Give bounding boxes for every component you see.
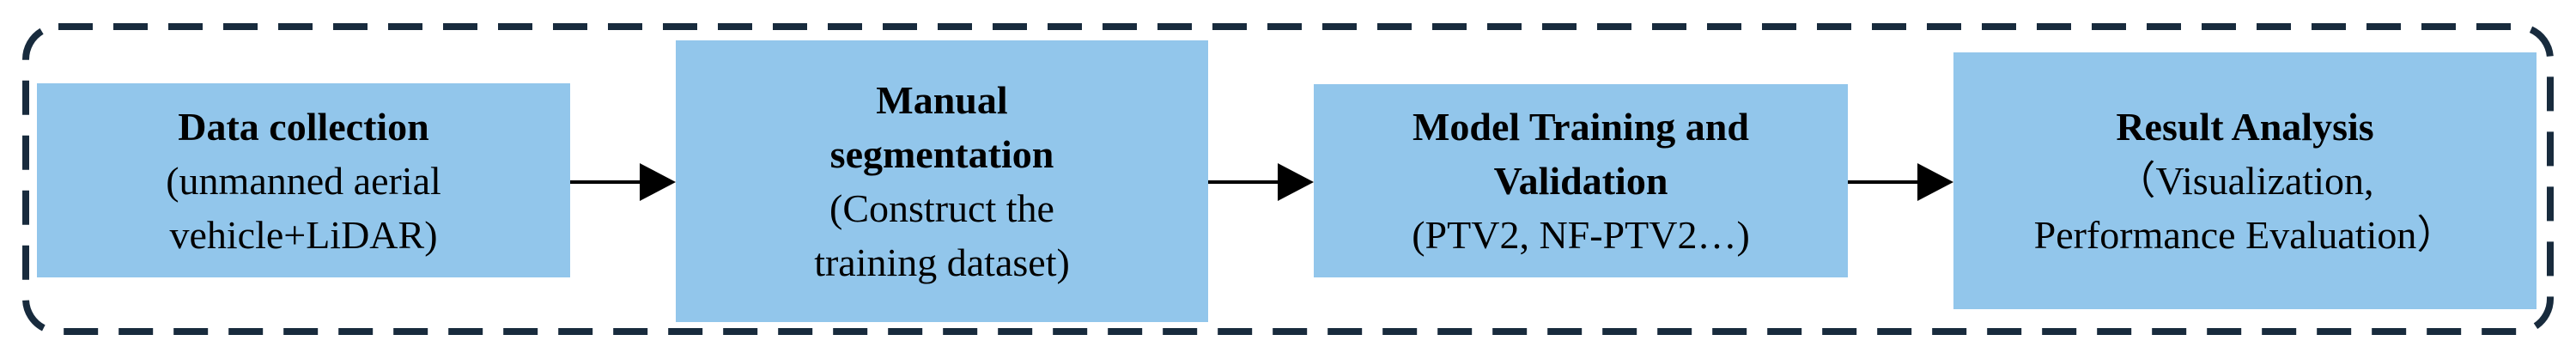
detail-line: (unmanned aerial (166, 158, 441, 203)
title-line: Validation (1493, 159, 1668, 203)
arrow-head-icon (1917, 163, 1953, 201)
step-title: Data collection (178, 100, 429, 154)
detail-line: （Visualization, (2116, 159, 2374, 203)
arrow-shaft (1208, 180, 1281, 184)
title-line: segmentation (829, 132, 1054, 176)
detail-line: Performance Evaluation） (2033, 213, 2457, 257)
flow-arrow-2 (1208, 163, 1314, 201)
flow-step-result-analysis: Result Analysis （Visualization, Performa… (1953, 52, 2537, 309)
detail-line: vehicle+LiDAR) (169, 212, 438, 257)
detail-line: training dataset) (814, 240, 1070, 284)
flow-arrow-3 (1848, 163, 1953, 201)
flow-step-manual-segmentation: Manual segmentation (Construct the train… (676, 40, 1208, 322)
title-line: Data collection (178, 104, 429, 149)
step-title: Result Analysis (2116, 100, 2373, 154)
arrow-shaft (1848, 180, 1921, 184)
arrow-shaft (570, 180, 643, 184)
title-line: Model Training and (1413, 105, 1749, 149)
dashed-frame-rect (22, 23, 2554, 335)
step-title: Model Training and Validation (1413, 100, 1749, 208)
arrow-head-icon (640, 163, 676, 201)
detail-line: (PTV2, NF-PTV2…) (1412, 213, 1750, 257)
step-title: Manual segmentation (830, 73, 1054, 181)
step-detail: (PTV2, NF-PTV2…) (1412, 208, 1750, 262)
detail-line: (Construct the (829, 186, 1054, 230)
flow-step-model-training-validation: Model Training and Validation (PTV2, NF-… (1314, 84, 1848, 277)
arrow-head-icon (1278, 163, 1314, 201)
title-line: Manual (876, 78, 1008, 122)
title-line: Result Analysis (2116, 105, 2374, 149)
step-detail: (Construct the training dataset) (814, 181, 1070, 289)
flow-arrow-1 (570, 163, 676, 201)
step-detail: (unmanned aerial vehicle+LiDAR) (166, 154, 441, 262)
step-detail: （Visualization, Performance Evaluation） (2034, 154, 2457, 262)
flow-step-data-collection: Data collection (unmanned aerial vehicle… (37, 83, 570, 277)
